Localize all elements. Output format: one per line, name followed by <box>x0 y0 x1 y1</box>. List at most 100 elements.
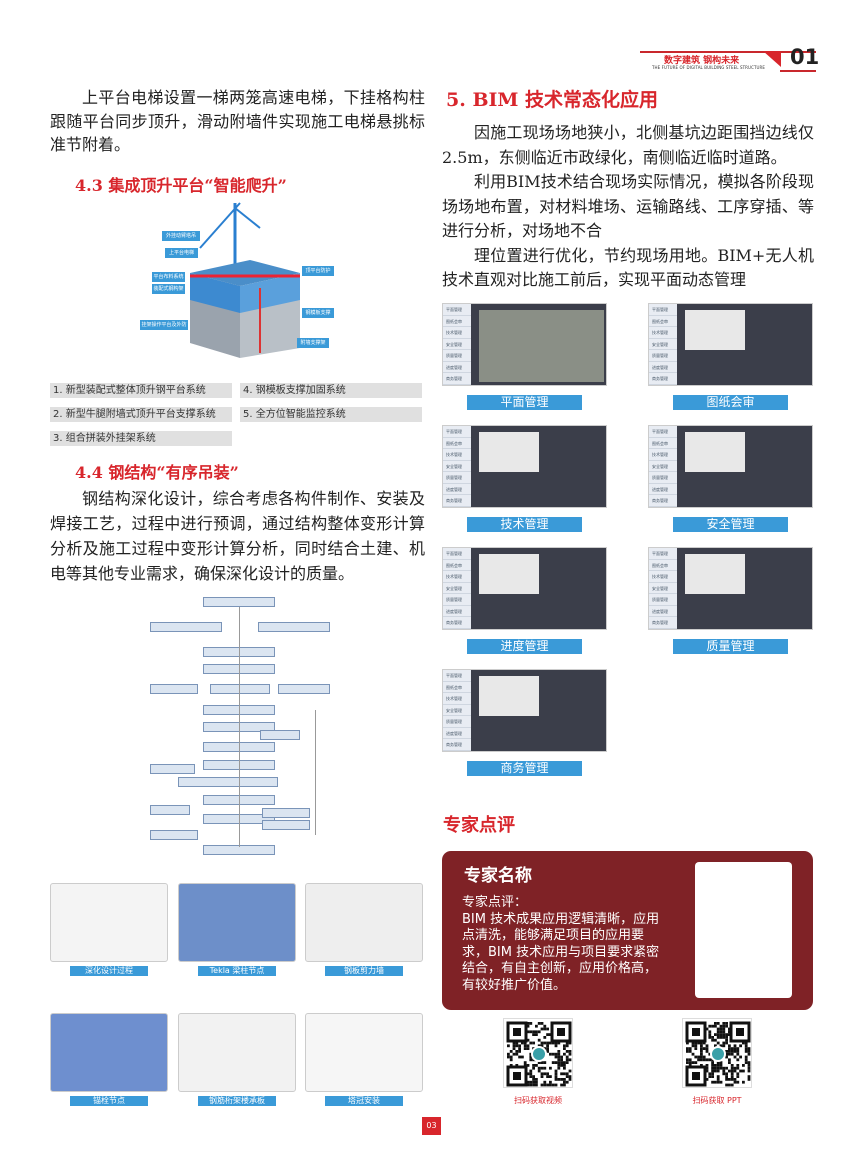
qr-video-label: 扫码获取视频 <box>514 1096 562 1105</box>
menu-item: 进度管理 <box>443 362 471 373</box>
menu-item: 平面管理 <box>649 548 677 560</box>
menu-item: 图纸会审 <box>443 438 471 449</box>
menu-item: 质量管理 <box>649 594 677 606</box>
menu-item: 图纸会审 <box>649 316 677 327</box>
header-rule <box>640 51 816 53</box>
menu-item: 质量管理 <box>443 350 471 362</box>
page-number: 03 <box>422 1117 441 1135</box>
flowchart-box <box>262 820 310 830</box>
screenshot-view <box>685 554 745 594</box>
qr-code-video[interactable] <box>503 1018 573 1088</box>
diagram-label: 上平台电梯 <box>165 248 198 258</box>
qr-code-ppt[interactable] <box>682 1018 752 1088</box>
menu-item: 安全管理 <box>443 461 471 472</box>
screenshot-caption: 安全管理 <box>673 517 788 532</box>
intro-paragraph: 上平台电梯设置一梯两笼高速电梯，下挂格构柱跟随平台同步顶升，滑动附墙件实现施工电… <box>50 88 425 154</box>
menu-item: 进度管理 <box>443 484 471 495</box>
diagram-label: 平台布料系统 <box>152 272 185 282</box>
screenshot-caption: 图纸会审 <box>673 395 788 410</box>
header-title: 数字建筑 钢构未来 <box>664 56 740 66</box>
menu-item: 平面管理 <box>443 426 471 438</box>
menu-item: 质量管理 <box>443 472 471 484</box>
diagram-label: 外挂动臂塔吊 <box>162 231 200 241</box>
section-4-3-title: 4.3 集成顶升平台“智能爬升” <box>75 176 287 195</box>
flowchart-box <box>150 805 190 815</box>
menu-item: 安全管理 <box>649 461 677 472</box>
flowchart-connector <box>315 710 316 835</box>
gallery-caption: 深化设计过程 <box>70 966 148 976</box>
screenshot-view <box>685 310 745 350</box>
screenshot-caption: 商务管理 <box>467 761 582 776</box>
menu-item: 图纸会审 <box>443 316 471 327</box>
gallery-image <box>178 1013 296 1092</box>
system-item: 3. 组合拼装外挂架系统 <box>50 431 232 446</box>
expert-heading: 专家点评 <box>443 815 515 836</box>
menu-item: 进度管理 <box>443 728 471 739</box>
screenshot-menu: 平面管理图纸会审技术管理安全管理质量管理进度管理商务管理 <box>443 548 471 629</box>
section-5-paragraphs: 因施工现场场地狭小，北侧基坑边距围挡边线仅2.5m，东侧临近市政绿化，南侧临近临… <box>442 123 814 289</box>
menu-item: 质量管理 <box>649 472 677 484</box>
bim-screenshot: 平面管理图纸会审技术管理安全管理质量管理进度管理商务管理 <box>442 425 607 508</box>
menu-item: 质量管理 <box>443 594 471 606</box>
bim-screenshot: 平面管理图纸会审技术管理安全管理质量管理进度管理商务管理 <box>442 547 607 630</box>
menu-item: 平面管理 <box>443 548 471 560</box>
menu-item: 安全管理 <box>443 583 471 594</box>
bim-screenshot: 平面管理图纸会审技术管理安全管理质量管理进度管理商务管理 <box>442 303 607 386</box>
bim-screenshot: 平面管理图纸会审技术管理安全管理质量管理进度管理商务管理 <box>648 303 813 386</box>
flowchart-box <box>210 684 270 694</box>
system-item: 4. 钢模板支撑加固系统 <box>240 383 422 398</box>
screenshot-view <box>479 676 539 716</box>
flowchart-box <box>262 808 310 818</box>
gallery-caption: 塔冠安装 <box>325 1096 403 1106</box>
menu-item: 质量管理 <box>443 716 471 728</box>
gallery-caption: 钢筋桁架楼承板 <box>198 1096 276 1106</box>
screenshot-caption: 技术管理 <box>467 517 582 532</box>
section-4-4-title: 4.4 钢结构“有序吊装” <box>75 463 239 482</box>
menu-item: 技术管理 <box>649 449 677 461</box>
menu-item: 平面管理 <box>443 670 471 682</box>
expert-card: 专家名称 专家点评：BIM 技术成果应用逻辑清晰，应用点清洗，能够满足项目的应用… <box>442 851 813 1010</box>
menu-item: 进度管理 <box>649 606 677 617</box>
flowchart-box <box>203 597 275 607</box>
menu-item: 进度管理 <box>443 606 471 617</box>
diagram-label: 钢模板支撑 <box>302 308 334 318</box>
platform-diagram: 外挂动臂塔吊 上平台电梯 平台布料系统 装配式钢构架 顶平台防护 钢模板支撑 附… <box>140 198 360 373</box>
platform-illustration <box>190 202 300 358</box>
menu-item: 安全管理 <box>443 705 471 716</box>
menu-item: 商务管理 <box>443 373 471 385</box>
screenshot-menu: 平面管理图纸会审技术管理安全管理质量管理进度管理商务管理 <box>443 426 471 507</box>
flowchart-box <box>150 684 198 694</box>
menu-item: 安全管理 <box>443 339 471 350</box>
bim-screenshot: 平面管理图纸会审技术管理安全管理质量管理进度管理商务管理 <box>648 425 813 508</box>
gallery-image <box>305 883 423 962</box>
screenshot-caption: 质量管理 <box>673 639 788 654</box>
menu-item: 安全管理 <box>649 339 677 350</box>
menu-item: 平面管理 <box>649 426 677 438</box>
header-triangle-icon <box>763 51 781 67</box>
qr-ppt-label: 扫码获取 PPT <box>692 1096 742 1105</box>
flowchart-box <box>150 764 195 774</box>
gallery-image <box>178 883 296 962</box>
chapter-number: 01 <box>790 45 820 69</box>
screenshot-menu: 平面管理图纸会审技术管理安全管理质量管理进度管理商务管理 <box>443 670 471 751</box>
bim-screenshots: 平面管理图纸会审技术管理安全管理质量管理进度管理商务管理平面管理平面管理图纸会审… <box>442 303 814 778</box>
menu-item: 进度管理 <box>649 362 677 373</box>
menu-item: 进度管理 <box>649 484 677 495</box>
menu-item: 商务管理 <box>443 495 471 507</box>
screenshot-menu: 平面管理图纸会审技术管理安全管理质量管理进度管理商务管理 <box>649 304 677 385</box>
screenshot-view <box>479 310 604 382</box>
menu-item: 图纸会审 <box>649 438 677 449</box>
header-subtitle: THE FUTURE OF DIGITAL BUILDING STEEL STR… <box>652 65 766 70</box>
bim-screenshot: 平面管理图纸会审技术管理安全管理质量管理进度管理商务管理 <box>442 669 607 752</box>
expert-comment: 专家点评：BIM 技术成果应用逻辑清晰，应用点清洗，能够满足项目的应用要求，BI… <box>462 895 660 993</box>
screenshot-caption: 进度管理 <box>467 639 582 654</box>
bim-screenshot: 平面管理图纸会审技术管理安全管理质量管理进度管理商务管理 <box>648 547 813 630</box>
screenshot-menu: 平面管理图纸会审技术管理安全管理质量管理进度管理商务管理 <box>649 548 677 629</box>
menu-item: 图纸会审 <box>443 682 471 693</box>
diagram-label: 顶平台防护 <box>302 266 334 276</box>
expert-photo <box>695 862 792 998</box>
gallery-caption: 钢板剪力墙 <box>325 966 403 976</box>
gallery-image <box>305 1013 423 1092</box>
flowchart-box <box>150 830 198 840</box>
